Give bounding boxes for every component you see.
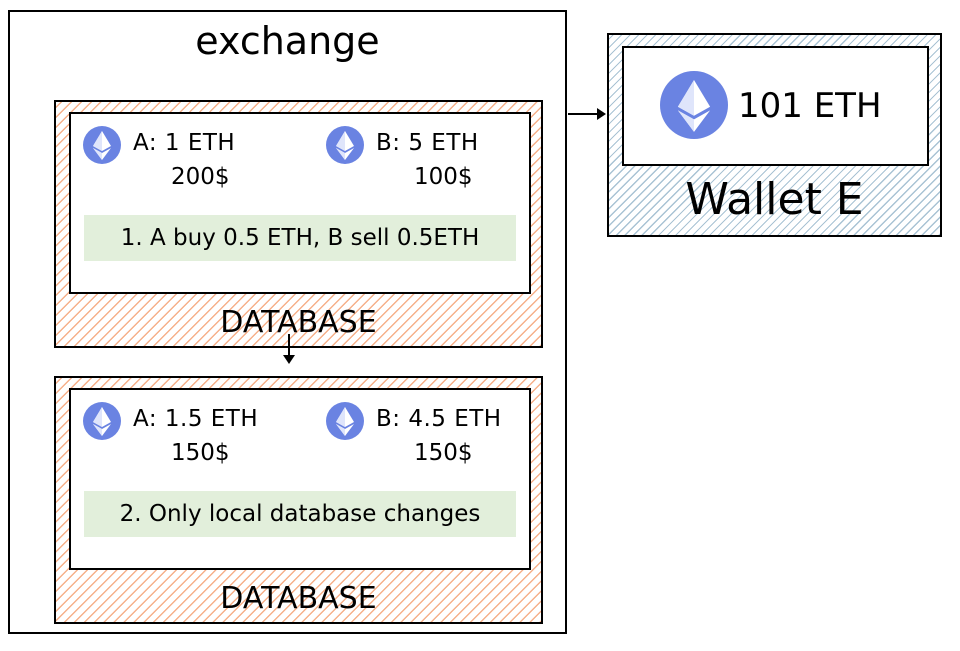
exchange-box: exchange A: 1 ETH 200$ (8, 10, 567, 634)
database-2-panel: A: 1.5 ETH 150$ B: 4.5 ETH 150$ 2. Only … (69, 388, 531, 570)
wallet-balance: 101 ETH (738, 86, 882, 126)
ethereum-icon (83, 126, 121, 164)
database-2: A: 1.5 ETH 150$ B: 4.5 ETH 150$ 2. Only … (54, 376, 543, 624)
account-b-usd: 100$ (414, 164, 473, 190)
account-b-usd: 150$ (414, 440, 473, 466)
account-a-usd: 200$ (171, 164, 230, 190)
account-a-eth: A: 1.5 ETH (133, 406, 259, 432)
wallet-panel: 101 ETH (622, 46, 929, 166)
account-b-eth: B: 5 ETH (376, 130, 479, 156)
step-note: 2. Only local database changes (84, 491, 516, 537)
ethereum-icon (326, 402, 364, 440)
database-1-panel: A: 1 ETH 200$ B: 5 ETH 100$ 1. A buy 0.5… (69, 112, 531, 294)
database-1: A: 1 ETH 200$ B: 5 ETH 100$ 1. A buy 0.5… (54, 100, 543, 348)
account-a-eth: A: 1 ETH (133, 130, 236, 156)
step-note: 1. A buy 0.5 ETH, B sell 0.5ETH (84, 215, 516, 261)
arrow-exchange-to-wallet (568, 108, 606, 120)
wallet-title: Wallet E (685, 174, 864, 225)
exchange-title: exchange (195, 19, 380, 63)
ethereum-icon (326, 126, 364, 164)
ethereum-icon (83, 402, 121, 440)
account-b-eth: B: 4.5 ETH (376, 406, 502, 432)
account-a-usd: 150$ (171, 440, 230, 466)
wallet-box: 101 ETH Wallet E (607, 33, 942, 237)
ethereum-icon (660, 71, 728, 139)
database-label: DATABASE (220, 581, 377, 616)
database-label: DATABASE (220, 305, 377, 340)
arrow-database-transition (283, 334, 295, 364)
